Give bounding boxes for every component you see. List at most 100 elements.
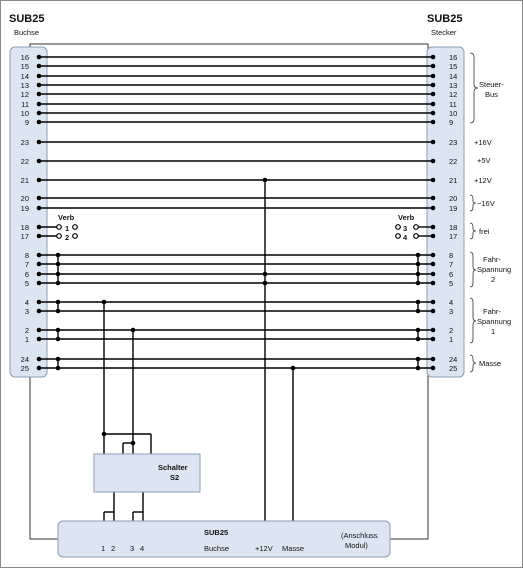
left-pin-dot <box>36 327 42 333</box>
bridge-dot <box>415 327 421 333</box>
left-pin-label: 21 <box>21 176 29 185</box>
right-pin-dot <box>430 119 436 125</box>
module-pin-12v: +12V <box>255 544 273 553</box>
right-pin-label: 9 <box>449 118 453 127</box>
right-pin-label: 13 <box>449 81 457 90</box>
left-pin-dot <box>36 101 42 107</box>
left-pin-label: 11 <box>21 100 29 109</box>
right-pin-label: 7 <box>449 260 453 269</box>
bridge-dot <box>55 252 61 258</box>
module-pin-1: 1 <box>101 544 105 553</box>
left-pin-label: 14 <box>21 72 29 81</box>
left-pin-dot <box>36 336 42 342</box>
right-pin-dot <box>430 280 436 286</box>
bridge-dot <box>415 252 421 258</box>
left-pin-dot <box>36 365 42 371</box>
verb-left-label: Verb <box>58 213 75 222</box>
switch-label-1: Schalter <box>158 463 188 472</box>
left-pin-dot <box>36 308 42 314</box>
fahr2-label-1: Fahr- <box>483 255 501 264</box>
trunk-dot <box>262 177 268 183</box>
bridge-dot <box>55 299 61 305</box>
left-pin-label: 9 <box>25 118 29 127</box>
module-subtitle: Buchse <box>204 544 229 553</box>
left-pin-label: 19 <box>21 204 29 213</box>
verb-right-label: Verb <box>398 213 415 222</box>
bridge-dot <box>415 299 421 305</box>
verb-left-contact <box>56 224 62 230</box>
right-pin-dot <box>430 82 436 88</box>
left-pin-label: 22 <box>21 157 29 166</box>
right-pin-label: 17 <box>449 232 457 241</box>
right-pin-label: 2 <box>449 326 453 335</box>
module-pin-4: 4 <box>140 544 144 553</box>
right-pin-dot <box>430 158 436 164</box>
verb-right-contact <box>413 233 419 239</box>
right-pin-dot <box>430 308 436 314</box>
right-pin-label: 4 <box>449 298 453 307</box>
verb-right-contact <box>395 224 401 230</box>
right-pin-label: 5 <box>449 279 453 288</box>
right-pin-dot <box>430 365 436 371</box>
right-pin-label: 11 <box>449 100 457 109</box>
tap-dot <box>130 327 136 333</box>
left-pin-label: 23 <box>21 138 29 147</box>
ac16-label: ~16V <box>477 199 495 208</box>
wires <box>36 54 436 532</box>
module-title: SUB25 <box>204 528 228 537</box>
module-pin-masse: Masse <box>282 544 304 553</box>
switch-dot <box>101 431 107 437</box>
left-pin-label: 15 <box>21 62 29 71</box>
bridge-dot <box>55 336 61 342</box>
verb-right-contact <box>395 233 401 239</box>
left-pin-dot <box>36 177 42 183</box>
right-pin-label: 15 <box>449 62 457 71</box>
right-pin-label: 25 <box>449 364 457 373</box>
left-pin-dot <box>36 356 42 362</box>
left-pin-label: 24 <box>21 355 29 364</box>
right-pin-dot <box>430 177 436 183</box>
right-pin-dot <box>430 327 436 333</box>
left-pin-label: 18 <box>21 223 29 232</box>
right-pin-dot <box>430 261 436 267</box>
verb-left-contact <box>56 233 62 239</box>
trunk-dot <box>262 271 268 277</box>
left-pin-label: 3 <box>25 307 29 316</box>
left-pin-label: 20 <box>21 194 29 203</box>
left-pin-label: 7 <box>25 260 29 269</box>
verb-left-contact <box>72 224 78 230</box>
right-pin-dot <box>430 110 436 116</box>
v12-label: +12V <box>474 176 492 185</box>
v5-label: +5V <box>477 156 491 165</box>
left-pin-dot <box>36 54 42 60</box>
right-pin-label: 22 <box>449 157 457 166</box>
bridge-dot <box>55 327 61 333</box>
bridge-dot <box>415 336 421 342</box>
right-pin-label: 16 <box>449 53 457 62</box>
group-brackets <box>469 52 479 373</box>
verb-left-pin-a: 1 <box>65 224 69 233</box>
left-pin-label: 6 <box>25 270 29 279</box>
left-pin-dot <box>36 139 42 145</box>
right-pin-label: 24 <box>449 355 457 364</box>
fahr1-label-1: Fahr- <box>483 307 501 316</box>
left-pin-dot <box>36 280 42 286</box>
right-connector-body <box>426 46 465 378</box>
switch-label-2: S2 <box>170 473 179 482</box>
left-pin-dot <box>36 252 42 258</box>
right-pin-label: 19 <box>449 204 457 213</box>
right-pin-dot <box>430 252 436 258</box>
right-pin-dot <box>430 91 436 97</box>
module-note-2: Modul) <box>345 541 368 550</box>
left-pin-dot <box>36 73 42 79</box>
left-pin-dot <box>36 63 42 69</box>
right-pin-label: 3 <box>449 307 453 316</box>
left-pin-dot <box>36 119 42 125</box>
left-pin-dot <box>36 205 42 211</box>
left-pin-dot <box>36 299 42 305</box>
bridge-dot <box>415 308 421 314</box>
right-pin-dot <box>430 336 436 342</box>
bridge-dot <box>415 365 421 371</box>
right-pin-dot <box>430 299 436 305</box>
